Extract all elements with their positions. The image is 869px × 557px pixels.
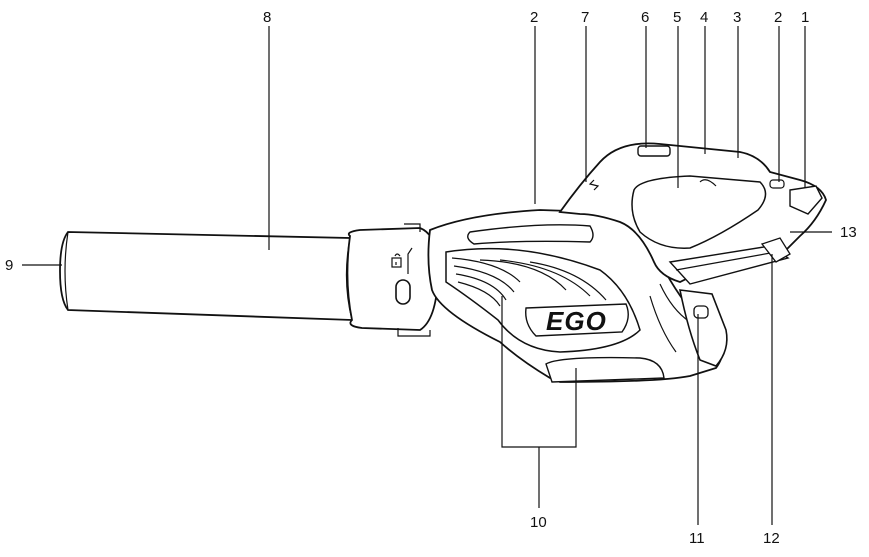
tube-collar bbox=[346, 223, 440, 337]
callout-8: 8 bbox=[263, 9, 271, 26]
battery-release bbox=[693, 305, 709, 319]
callout-12: 12 bbox=[763, 530, 780, 547]
callout-10: 10 bbox=[530, 514, 547, 531]
callout-7: 7 bbox=[581, 9, 589, 26]
callout-9: 9 bbox=[5, 257, 13, 274]
blower-tube bbox=[59, 231, 353, 321]
release-tab bbox=[395, 279, 411, 305]
ego-logo: EGO bbox=[546, 306, 607, 336]
leader-lines bbox=[22, 26, 832, 525]
callout-labels: 9 8 2 7 6 5 4 3 2 1 13 10 11 12 bbox=[5, 9, 857, 547]
bottom-foot bbox=[545, 356, 665, 383]
callout-3: 3 bbox=[733, 9, 741, 26]
handle bbox=[558, 142, 827, 285]
turbo-symbol-icon bbox=[588, 179, 600, 191]
callout-1: 1 bbox=[801, 9, 809, 26]
air-vents bbox=[451, 257, 607, 307]
callout-4: 4 bbox=[700, 9, 708, 26]
callout-2-right: 2 bbox=[774, 9, 782, 26]
callout-6: 6 bbox=[641, 9, 649, 26]
top-switch bbox=[637, 145, 671, 157]
rear-button bbox=[769, 179, 785, 189]
callout-13: 13 bbox=[840, 224, 857, 241]
callout-11: 11 bbox=[689, 530, 705, 547]
callout-2-left: 2 bbox=[530, 9, 538, 26]
callout-5: 5 bbox=[673, 9, 681, 26]
lock-symbol-icon bbox=[391, 247, 413, 274]
battery-compartment bbox=[678, 237, 791, 367]
